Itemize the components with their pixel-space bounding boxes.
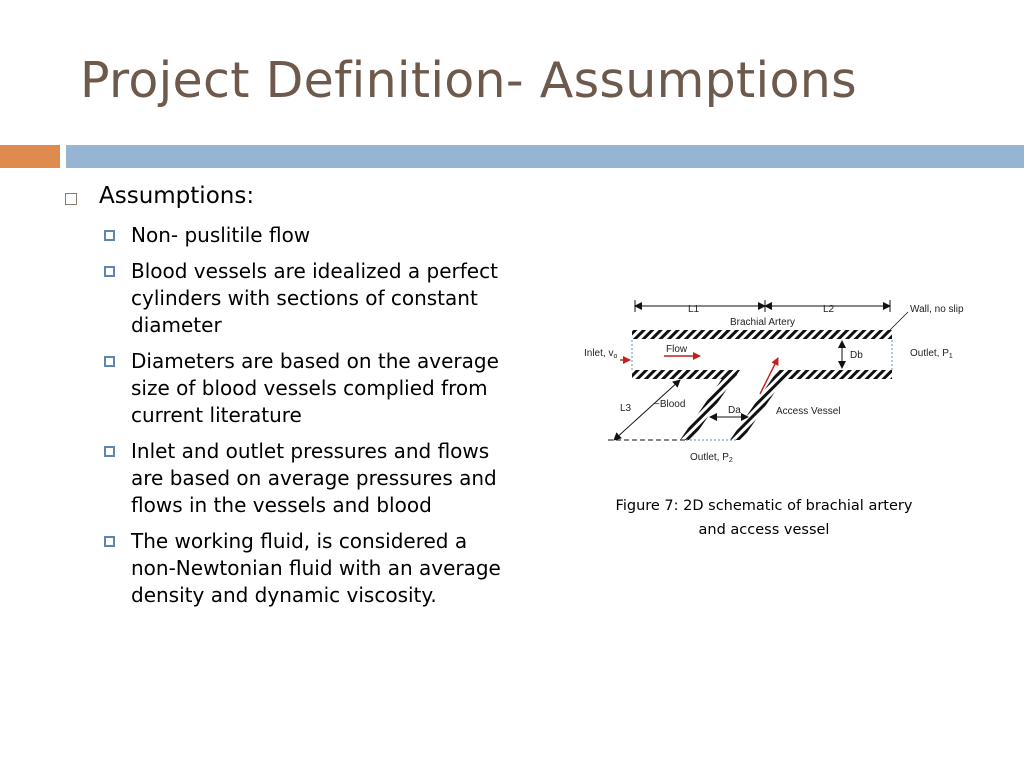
- accent-bar-blue: [66, 145, 1024, 168]
- label-wall: Wall, no slip: [910, 304, 964, 315]
- assumptions-list: Non- puslitile flow Blood vessels are id…: [104, 222, 524, 618]
- label-da: Da: [728, 405, 741, 416]
- slide-title: Project Definition- Assumptions: [80, 52, 857, 109]
- label-l2: L2: [823, 304, 835, 315]
- wall-leader-line: [889, 311, 909, 331]
- label-inlet: Inlet, vo: [584, 348, 617, 360]
- access-wall-left-hatch: [680, 370, 740, 440]
- list-item-text: The working fluid, is considered a non-N…: [131, 529, 501, 607]
- list-item: Blood vessels are idealized a perfect cy…: [104, 258, 524, 339]
- list-item-text: Non- puslitile flow: [131, 223, 311, 247]
- label-flow: Flow: [666, 344, 688, 355]
- vessel-schematic-diagram: L1 L2 Wall, no slip Brachial Artery Inle…: [584, 300, 964, 464]
- caption-line-1: Figure 7: 2D schematic of brachial arter…: [615, 498, 913, 514]
- square-bullet-icon: [104, 536, 115, 547]
- label-blood: ~Blood: [654, 399, 685, 410]
- caption-line-2: and access vessel: [698, 522, 830, 538]
- square-bullet-icon: [104, 230, 115, 241]
- label-outlet2: Outlet, P2: [690, 452, 733, 464]
- list-item: Inlet and outlet pressures and flows are…: [104, 438, 524, 519]
- assumptions-heading-item: Assumptions:: [65, 183, 254, 209]
- bottom-wall-left-hatch: [632, 370, 737, 379]
- list-item-text: Blood vessels are idealized a perfect cy…: [131, 259, 498, 337]
- figure-caption: Figure 7: 2D schematic of brachial arter…: [592, 494, 936, 542]
- label-db: Db: [850, 350, 863, 361]
- list-item-text: Inlet and outlet pressures and flows are…: [131, 439, 497, 517]
- dimension-arrows: [634, 300, 891, 312]
- access-wall-right-hatch: [730, 370, 790, 440]
- access-flow-arrow: [759, 357, 779, 395]
- list-item: The working fluid, is considered a non-N…: [104, 528, 524, 609]
- label-brachial-artery: Brachial Artery: [730, 317, 795, 328]
- label-outlet1: Outlet, P1: [910, 348, 953, 360]
- list-item: Non- puslitile flow: [104, 222, 524, 249]
- label-l3: L3: [620, 403, 632, 414]
- label-l1: L1: [688, 304, 700, 315]
- square-bullet-icon: [104, 446, 115, 457]
- accent-bar-orange: [0, 145, 60, 168]
- bottom-wall-right-hatch: [778, 370, 892, 379]
- square-bullet-icon: [104, 356, 115, 367]
- label-access-vessel: Access Vessel: [776, 406, 840, 417]
- list-item: Diameters are based on the average size …: [104, 348, 524, 429]
- l3-dimension-arrow: [613, 379, 681, 441]
- square-bullet-icon: [104, 266, 115, 277]
- list-item-text: Diameters are based on the average size …: [131, 349, 499, 427]
- hollow-square-bullet-icon: [65, 193, 77, 205]
- assumptions-heading: Assumptions:: [99, 183, 255, 209]
- top-wall-hatch: [632, 330, 892, 339]
